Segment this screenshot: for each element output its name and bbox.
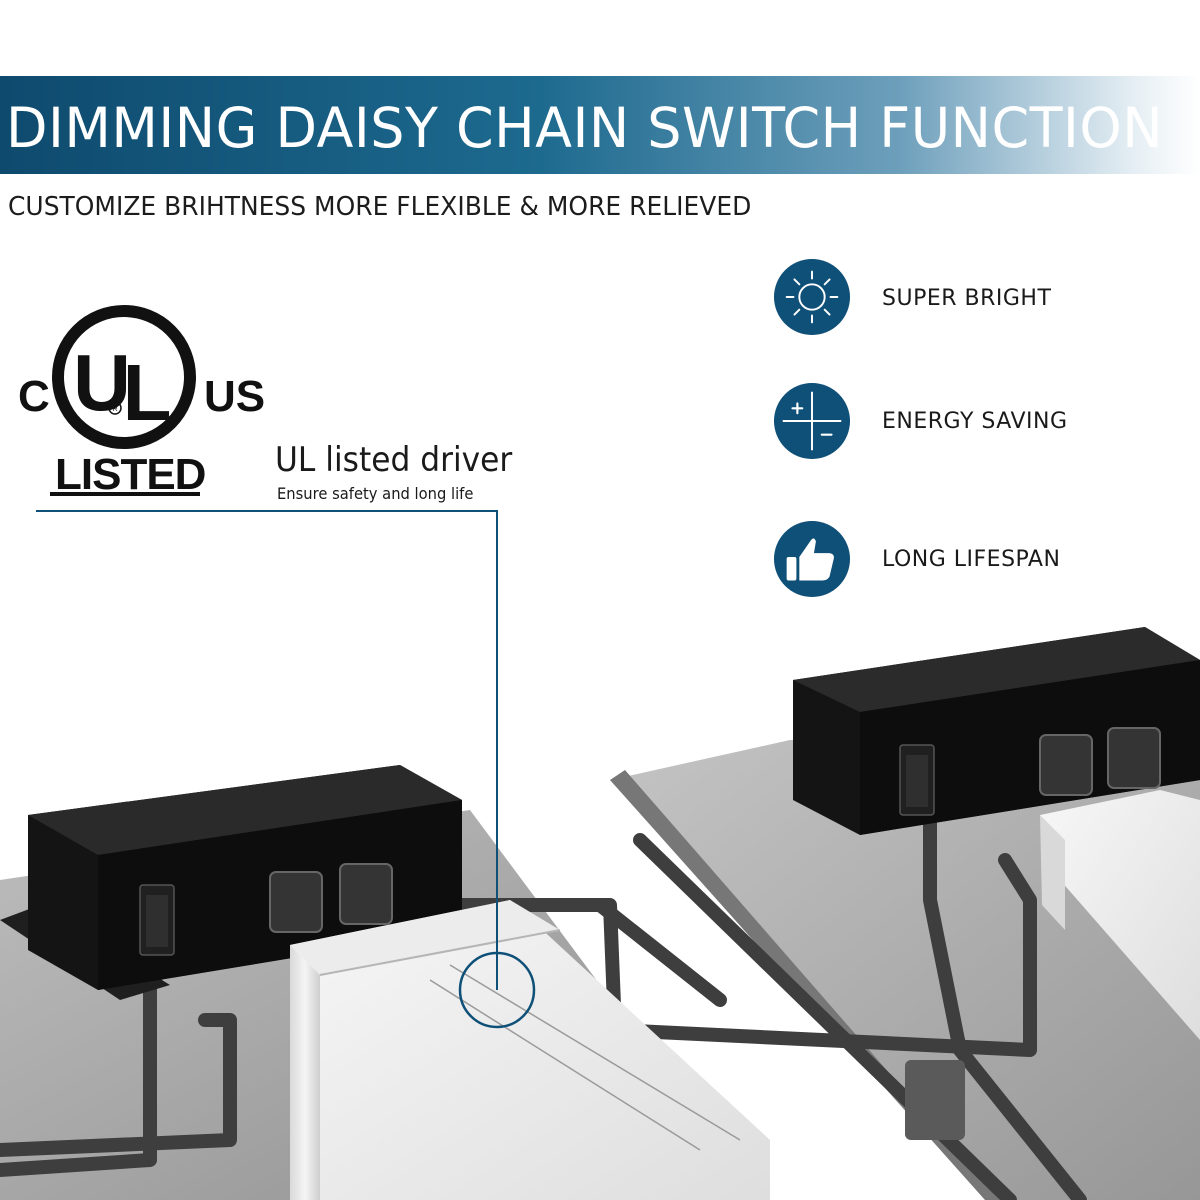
feature-energy-saving: ENERGY SAVING	[882, 409, 1068, 434]
driver-subtitle: Ensure safety and long life	[277, 484, 474, 503]
driver-box-left	[290, 900, 770, 1200]
ul-mark-listed: LISTED	[55, 450, 206, 499]
sun-icon	[773, 258, 851, 336]
ul-mark-c: C	[18, 372, 50, 421]
product-photo	[0, 627, 1200, 1200]
driver-box-right	[1040, 790, 1200, 1040]
plus-minus-icon	[773, 382, 851, 460]
ul-mark-us: US	[204, 372, 266, 421]
svg-text:R: R	[112, 406, 117, 413]
svg-text:L: L	[123, 348, 172, 437]
banner-subtitle: CUSTOMIZE BRIHTNESS MORE FLEXIBLE & MORE…	[8, 192, 752, 222]
feature-super-bright: SUPER BRIGHT	[882, 286, 1052, 311]
banner-title: DIMMING DAISY CHAIN SWITCH FUNCTION	[6, 96, 1164, 160]
svg-text:U: U	[73, 338, 131, 427]
ul-listed-logo: U L R	[50, 305, 200, 496]
thumbs-up-icon	[773, 520, 851, 598]
switch-box-right	[793, 627, 1200, 835]
feature-long-lifespan: LONG LIFESPAN	[882, 547, 1061, 572]
title-banner	[0, 76, 1200, 174]
driver-title: UL listed driver	[275, 440, 513, 480]
